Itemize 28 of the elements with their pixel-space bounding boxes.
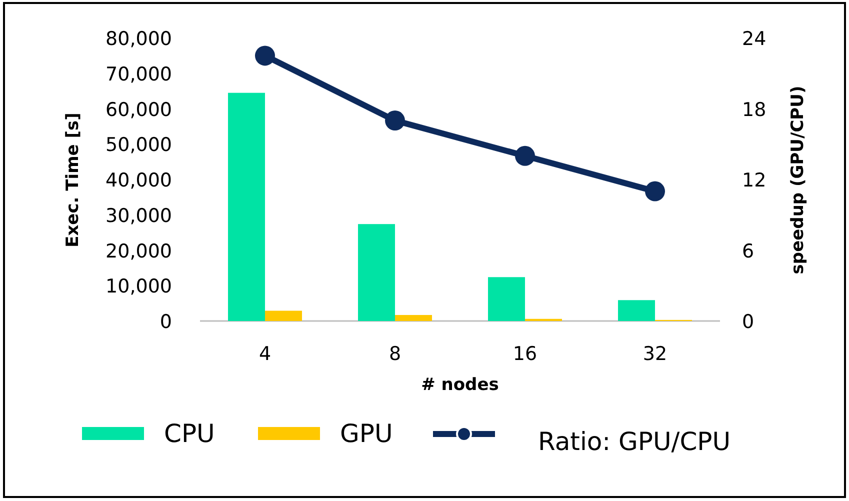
- axis-tick-label: 20,000: [106, 240, 172, 262]
- axis-tick-label: 8: [388, 343, 402, 365]
- point: [385, 110, 405, 131]
- axis-tick-label: 18: [742, 98, 766, 121]
- point: [515, 146, 535, 166]
- axis-tick-label: 40,000: [106, 170, 172, 192]
- point: [255, 46, 275, 66]
- axis-tick-label: 50,000: [106, 134, 172, 156]
- axis-title: speedup (GPU/CPU): [788, 86, 808, 274]
- axis-tick-label: 12: [742, 170, 766, 192]
- point: [645, 181, 665, 202]
- axis-title: Exec. Time [s]: [63, 112, 83, 248]
- axis-tick-label: 4: [258, 343, 272, 365]
- axis-tick-label: 6: [742, 240, 754, 262]
- axis-tick-label: 0: [742, 311, 754, 333]
- axis-tick-label: 24: [742, 28, 766, 50]
- axis-tick-label: 0: [160, 311, 172, 333]
- axis-title: # nodes: [421, 375, 499, 395]
- axis-tick-label: 32: [642, 343, 668, 365]
- legend-label: Ratio: GPU/CPU: [538, 427, 731, 456]
- legend-label: GPU: [340, 419, 393, 448]
- axis-tick-label: 10,000: [106, 276, 172, 298]
- axis-tick-label: 80,000: [106, 28, 172, 50]
- axis-tick-label: 70,000: [106, 63, 172, 86]
- axis-tick-label: 16: [512, 343, 538, 365]
- legend-label: CPU: [164, 419, 215, 448]
- axis-tick-label: 30,000: [106, 204, 172, 227]
- axis-tick-label: 60,000: [106, 98, 172, 121]
